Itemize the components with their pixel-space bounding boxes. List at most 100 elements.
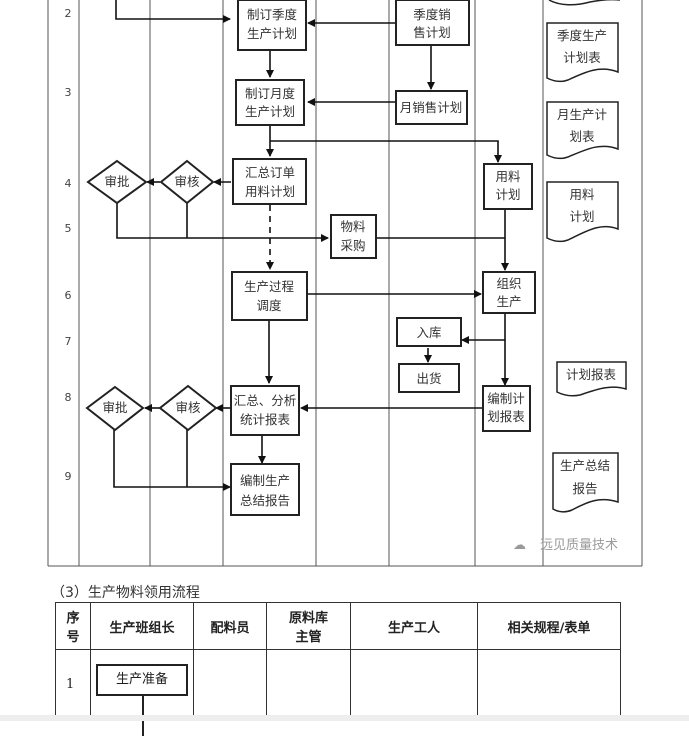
node-label: 划报表 [487, 409, 525, 424]
node-label: 用料计划 [245, 184, 295, 199]
row-number: 9 [65, 470, 72, 483]
doc-label: 报告 [572, 481, 597, 496]
node-label: 汇总订单 [245, 165, 295, 180]
row-material-clerk-cell [193, 649, 267, 719]
node-monthly-production-plan[interactable]: 制订月度 生产计划 [235, 79, 305, 126]
header-production-worker: 生产工人 [350, 602, 478, 650]
row-forms-cell [477, 649, 621, 719]
node-label: 调度 [256, 298, 282, 313]
node-label: 审核 [175, 400, 201, 415]
row-number: 7 [65, 335, 72, 348]
node-label: 总结报告 [240, 493, 290, 508]
node-monthly-sales-plan[interactable]: 月销售计划 [395, 90, 468, 125]
table-header-row: 序 号 生产班组长 配料员 原料库 主管 生产工人 相关规程/表单 [55, 602, 621, 650]
diamond-review-2[interactable]: 审核 [158, 384, 218, 432]
node-material-purchase[interactable]: 物料 采购 [330, 214, 377, 259]
diamond-approve-2[interactable]: 审批 [85, 385, 145, 432]
header-seq-line: 序 [66, 611, 80, 626]
doc-label: 划表 [569, 129, 595, 144]
wechat-icon: ☁ [513, 538, 526, 553]
header-seq: 序 号 [55, 602, 91, 650]
node-label: 出货 [416, 371, 441, 386]
node-label: 用料 [495, 169, 521, 184]
node-label: 生产 [496, 294, 521, 309]
production-plan-flowchart: 2 3 4 5 6 7 8 9 [47, 0, 643, 567]
row-number: 5 [65, 222, 72, 235]
node-label: 月销售计划 [400, 100, 463, 115]
node-label: 售计划 [413, 25, 451, 40]
node-label: 物料 [340, 219, 366, 234]
swimlane-grid [47, 0, 643, 567]
node-label: 编制计 [487, 391, 525, 406]
table-row: 1 生产准备 [55, 649, 621, 736]
doc-partial-top [548, 0, 620, 6]
node-label: 审核 [174, 174, 200, 189]
section-title: （3）生产物料领用流程 [51, 585, 200, 601]
node-label: 汇总、分析 [234, 393, 297, 408]
doc-label: 计划报表 [566, 367, 617, 382]
node-production-dispatch[interactable]: 生产过程 调度 [231, 271, 308, 321]
process-nodes: 制订季度 生产计划 季度销 售计划 制订月度 生产计划 月销售计划 汇总订单 用… [230, 0, 536, 516]
arrow-organize-to-warehouse [461, 313, 506, 344]
header-team-leader: 生产班组长 [90, 602, 194, 650]
node-production-prep[interactable]: 生产准备 [96, 664, 188, 736]
row-number: 6 [65, 289, 72, 302]
node-compile-summary-report[interactable]: 编制生产 总结报告 [230, 463, 300, 516]
arrow-approve-to-purchase [116, 202, 329, 242]
node-label: 计划 [495, 187, 520, 202]
decision-nodes: 审批 审核 审批 审核 [85, 159, 218, 432]
header-related-forms: 相关规程/表单 [477, 602, 621, 650]
diamond-approve-1[interactable]: 审批 [86, 159, 148, 205]
node-organize-production[interactable]: 组织 生产 [482, 271, 536, 314]
node-quarterly-sales-plan[interactable]: 季度销 售计划 [395, 0, 470, 46]
node-label: 季度销 [413, 7, 451, 22]
row-numbers: 2 3 4 5 6 7 8 9 [65, 7, 72, 483]
doc-summary-report[interactable]: 生产总结 报告 [552, 452, 619, 513]
diamond-review-1[interactable]: 审核 [159, 159, 215, 205]
node-compile-plan-report[interactable]: 编制计 划报表 [482, 385, 531, 432]
doc-label: 计划表 [563, 50, 601, 65]
watermark: ☁ 远见质量技术 [513, 538, 618, 553]
watermark-text: 远见质量技术 [540, 538, 618, 553]
doc-label: 用料 [569, 187, 595, 202]
doc-label: 月生产计 [557, 107, 607, 122]
node-label: 组织 [496, 276, 521, 291]
header-warehouse-manager: 原料库 主管 [266, 602, 351, 650]
doc-quarterly-plan[interactable]: 季度生产 计划表 [546, 22, 619, 83]
doc-label: 计划 [569, 209, 594, 224]
node-label: 审批 [104, 174, 129, 189]
node-label: 生产计划 [245, 104, 295, 119]
node-label: 编制生产 [240, 473, 290, 488]
row-number: 8 [65, 391, 72, 404]
node-order-material-summary[interactable]: 汇总订单 用料计划 [232, 158, 307, 205]
node-label: 制订季度 [247, 7, 298, 22]
row-team-leader-cell: 生产准备 [90, 649, 194, 736]
row-number: 2 [65, 7, 72, 20]
arrow-monthly-to-material-plan [270, 140, 502, 163]
node-warehouse-in[interactable]: 入库 [396, 317, 462, 347]
doc-plan-report[interactable]: 计划报表 [556, 361, 627, 397]
doc-monthly-plan[interactable]: 月生产计 划表 [546, 101, 619, 160]
arrow-to-quarterly-plan [115, 0, 231, 23]
document-shapes: 季度生产 计划表 月生产计 划表 用料 计划 计划报表 生产总结 报告 [546, 0, 627, 513]
doc-material-plan[interactable]: 用料 计划 [546, 181, 619, 243]
arrow-approve2-to-final [113, 429, 231, 491]
node-label: 审批 [102, 400, 127, 415]
row-number: 3 [65, 86, 72, 99]
doc-label: 生产总结 [560, 458, 610, 473]
bottom-band [0, 715, 689, 721]
node-label: 统计报表 [240, 412, 291, 427]
node-shipment[interactable]: 出货 [398, 363, 460, 393]
node-label: 制订月度 [245, 86, 296, 101]
node-material-plan[interactable]: 用料 计划 [483, 163, 533, 210]
row-seq: 1 [55, 649, 91, 719]
node-summary-report[interactable]: 汇总、分析 统计报表 [230, 385, 300, 436]
node-quarterly-production-plan[interactable]: 制订季度 生产计划 [237, 0, 307, 51]
doc-label: 季度生产 [557, 28, 607, 43]
material-requisition-table: 序 号 生产班组长 配料员 原料库 主管 生产工人 相关规程/表单 1 生产准备 [55, 602, 621, 736]
node-label: 生产计划 [247, 26, 297, 41]
node-label: 生产准备 [115, 672, 168, 687]
header-seq-line: 号 [66, 630, 80, 645]
header-warehouse-line: 原料库 [288, 611, 328, 626]
node-label: 入库 [416, 325, 441, 340]
